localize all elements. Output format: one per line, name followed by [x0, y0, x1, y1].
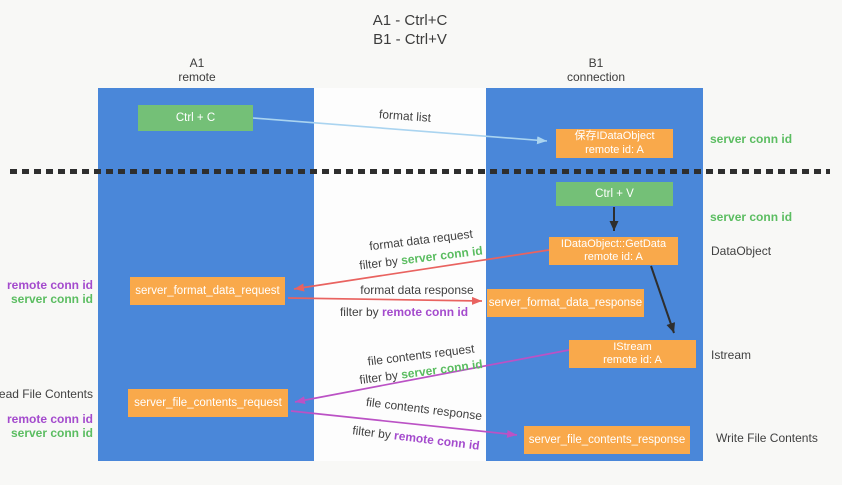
diagram-title: A1 - Ctrl+C B1 - Ctrl+V	[373, 11, 448, 49]
node-save-idataobject-title: 保存IDataObject	[574, 130, 655, 142]
node-format-response-label: server_format_data_response	[488, 296, 643, 309]
node-server-format-data-response: server_format_data_response	[487, 289, 644, 317]
annotation-server-conn-id-top-left: server conn id	[10, 292, 93, 306]
label-filter-by-remote-conn-id-1: filter by remote conn id	[340, 305, 468, 319]
annotation-istream: Istream	[711, 348, 752, 362]
column-a1-name: A1	[189, 56, 205, 70]
node-getdata-title: IDataObject::GetData	[560, 237, 667, 250]
node-file-response-label: server_file_contents_response	[528, 433, 686, 446]
annotation-server-conn-id-mid-right: server conn id	[710, 210, 793, 224]
node-ctrl-v-label: Ctrl + V	[595, 187, 634, 200]
annotation-remote-conn-id-bottom-left: remote conn id	[6, 412, 93, 426]
node-istream-subtitle: remote id: A	[603, 354, 662, 366]
column-b1-name: B1	[588, 56, 604, 70]
column-header-b1: B1 connection	[567, 56, 625, 84]
annotation-dataobject: DataObject	[711, 244, 772, 258]
node-idataobject-getdata: IDataObject::GetData remote id: A	[549, 237, 678, 265]
title-line-1: A1 - Ctrl+C	[372, 12, 448, 29]
label-format-data-response: format data response	[360, 283, 474, 297]
node-server-file-contents-request: server_file_contents_request	[128, 389, 288, 417]
annotation-read-file-contents: Read File Contents	[0, 387, 93, 401]
title-line-2: B1 - Ctrl+V	[373, 31, 447, 48]
node-server-format-data-request: server_format_data_request	[130, 277, 285, 305]
session-divider-dotted-line	[10, 169, 830, 174]
node-ctrl-v: Ctrl + V	[556, 182, 673, 206]
node-getdata-subtitle: remote id: A	[584, 251, 643, 263]
column-a1-role: remote	[178, 70, 216, 84]
node-istream-title: IStream	[613, 340, 652, 353]
node-ctrl-c-label: Ctrl + C	[175, 111, 216, 124]
annotation-server-conn-id-bottom-left: server conn id	[10, 426, 93, 440]
column-b1-role: connection	[566, 70, 626, 84]
node-save-idataobject: 保存IDataObject remote id: A	[556, 129, 673, 158]
node-istream: IStream remote id: A	[569, 340, 696, 368]
filter-by-text: filter by	[339, 305, 379, 319]
annotation-server-conn-id-top-right: server conn id	[710, 132, 793, 146]
remote-conn-id-text: remote conn id	[382, 305, 469, 319]
annotation-write-file-contents: Write File Contents	[716, 431, 818, 445]
node-format-request-label: server_format_data_request	[135, 284, 280, 297]
node-save-idataobject-subtitle: remote id: A	[585, 143, 644, 156]
node-file-request-label: server_file_contents_request	[134, 396, 282, 409]
node-ctrl-c: Ctrl + C	[138, 105, 253, 131]
node-server-file-contents-response: server_file_contents_response	[524, 426, 690, 454]
column-header-a1: A1 remote	[178, 56, 215, 84]
annotation-remote-conn-id-top-left: remote conn id	[6, 278, 93, 292]
